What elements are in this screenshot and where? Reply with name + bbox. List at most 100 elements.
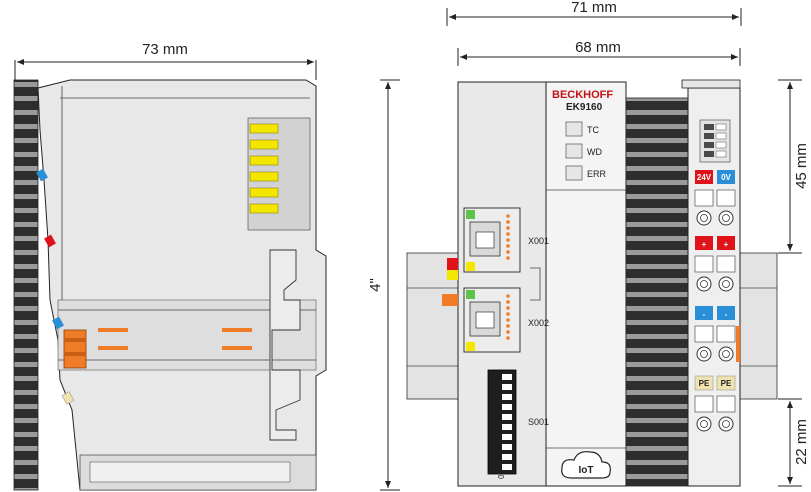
side-marker-blue bbox=[36, 168, 48, 182]
terminal-screw-inner bbox=[722, 350, 730, 358]
terminal-screw-inner bbox=[700, 214, 708, 222]
terminal-screw-inner bbox=[700, 420, 708, 428]
front-fins bbox=[625, 97, 689, 487]
dip-key bbox=[502, 384, 512, 390]
terminal-minus-2 bbox=[717, 306, 735, 320]
terminal-screw bbox=[718, 210, 734, 226]
iot-label: IoT bbox=[579, 465, 594, 476]
terminal-side-orange bbox=[736, 326, 740, 362]
port-led-green bbox=[466, 290, 475, 299]
port-pin bbox=[506, 238, 510, 242]
terminal-screw-inner bbox=[700, 280, 708, 288]
port-pin bbox=[506, 294, 510, 298]
terminal-block: 24V 0V + + - - PE PE bbox=[694, 119, 740, 432]
config-key-slot bbox=[715, 141, 727, 149]
front-panel bbox=[545, 81, 627, 487]
config-key-slot bbox=[715, 150, 727, 158]
dip-number: 5 bbox=[496, 420, 505, 425]
led-wd bbox=[565, 143, 583, 159]
rail-clip-yellow bbox=[447, 270, 458, 280]
terminal-plus-2 bbox=[717, 236, 735, 250]
terminal-screw-inner bbox=[722, 420, 730, 428]
port-pin bbox=[506, 214, 510, 218]
side-contact bbox=[249, 203, 279, 214]
dim-bottom-section: 22 mm bbox=[793, 419, 810, 465]
terminal-pe-label: PE bbox=[721, 379, 732, 388]
dip-key bbox=[502, 404, 512, 410]
port-pin bbox=[506, 244, 510, 248]
port-pin bbox=[506, 232, 510, 236]
port-led-yellow bbox=[466, 262, 475, 271]
port-led-green bbox=[466, 210, 475, 219]
dim-body-width: 68 mm bbox=[575, 39, 621, 56]
port-x001-label: X001 bbox=[528, 236, 549, 246]
terminal-plus-1 bbox=[695, 236, 713, 250]
ethernet-port-x001 bbox=[463, 207, 521, 273]
terminal-slots bbox=[694, 189, 736, 432]
dim-height: 4" bbox=[367, 278, 384, 292]
dip-key bbox=[502, 454, 512, 460]
switch-s001-label: S001 bbox=[528, 417, 549, 427]
led-tc bbox=[565, 121, 583, 137]
led-wd-label: WD bbox=[587, 147, 602, 157]
dip-number: 4 bbox=[496, 410, 505, 415]
config-key bbox=[704, 124, 714, 130]
port-pins bbox=[506, 214, 510, 340]
led-err-label: ERR bbox=[587, 169, 607, 179]
side-contact bbox=[249, 139, 279, 150]
dip-key bbox=[502, 414, 512, 420]
config-key-slot bbox=[715, 132, 727, 140]
status-leds: TC WD ERR bbox=[565, 121, 607, 181]
dimension-22mm: 22 mm bbox=[778, 398, 810, 487]
terminal-slot bbox=[716, 255, 736, 273]
terminal-slot bbox=[716, 395, 736, 413]
dip-key bbox=[502, 374, 512, 380]
terminal-minus-1 bbox=[695, 306, 713, 320]
dimension-73mm: 73 mm bbox=[14, 41, 317, 80]
config-key bbox=[704, 142, 714, 148]
dip-number: 3 bbox=[496, 400, 505, 405]
led-tc-label: TC bbox=[587, 125, 599, 135]
front-view: 71 mm 68 mm BECKHOFF EK9160 TC WD bbox=[406, 0, 810, 487]
dimension-height: 4" bbox=[367, 79, 400, 491]
terminal-pe-label: PE bbox=[699, 379, 710, 388]
port-pin bbox=[506, 300, 510, 304]
side-marker-blue bbox=[52, 316, 64, 330]
port-pin bbox=[506, 336, 510, 340]
terminal-screw bbox=[696, 346, 712, 362]
terminal-screw bbox=[718, 416, 734, 432]
config-key bbox=[704, 133, 714, 139]
dimension-68mm: 68 mm bbox=[457, 39, 741, 66]
terminal-plus-label: + bbox=[702, 240, 707, 249]
dimension-71mm: 71 mm bbox=[446, 0, 742, 26]
terminal-slot bbox=[694, 395, 714, 413]
terminal-0v bbox=[717, 170, 735, 184]
side-orange-dash bbox=[222, 328, 252, 332]
ethernet-port-x002 bbox=[463, 287, 521, 353]
config-key-slot bbox=[715, 123, 727, 131]
terminal-minus-label: - bbox=[725, 310, 728, 319]
dip-key bbox=[502, 394, 512, 400]
dimension-45mm: 45 mm bbox=[778, 79, 810, 254]
dip-number: 7 bbox=[496, 440, 505, 445]
port-pin bbox=[506, 318, 510, 322]
dip-number: 8 bbox=[496, 450, 505, 455]
dim-top-section: 45 mm bbox=[793, 143, 810, 189]
terminal-screw bbox=[696, 416, 712, 432]
port-pin bbox=[506, 330, 510, 334]
terminal-slot bbox=[694, 325, 714, 343]
iot-cloud-icon: IoT bbox=[561, 451, 611, 479]
terminal-slot bbox=[694, 255, 714, 273]
side-view: 73 mm bbox=[13, 41, 327, 491]
brand-logo: BECKHOFF bbox=[552, 89, 613, 101]
side-contact bbox=[249, 123, 279, 134]
dip-key bbox=[502, 444, 512, 450]
terminal-screw-inner bbox=[722, 280, 730, 288]
terminal-plus-label: + bbox=[724, 240, 729, 249]
dip-key bbox=[502, 424, 512, 430]
side-marker-yellow bbox=[61, 391, 75, 405]
terminal-screw-inner bbox=[722, 214, 730, 222]
side-orange-connector bbox=[63, 329, 87, 369]
dip-number: 1 bbox=[496, 380, 505, 385]
